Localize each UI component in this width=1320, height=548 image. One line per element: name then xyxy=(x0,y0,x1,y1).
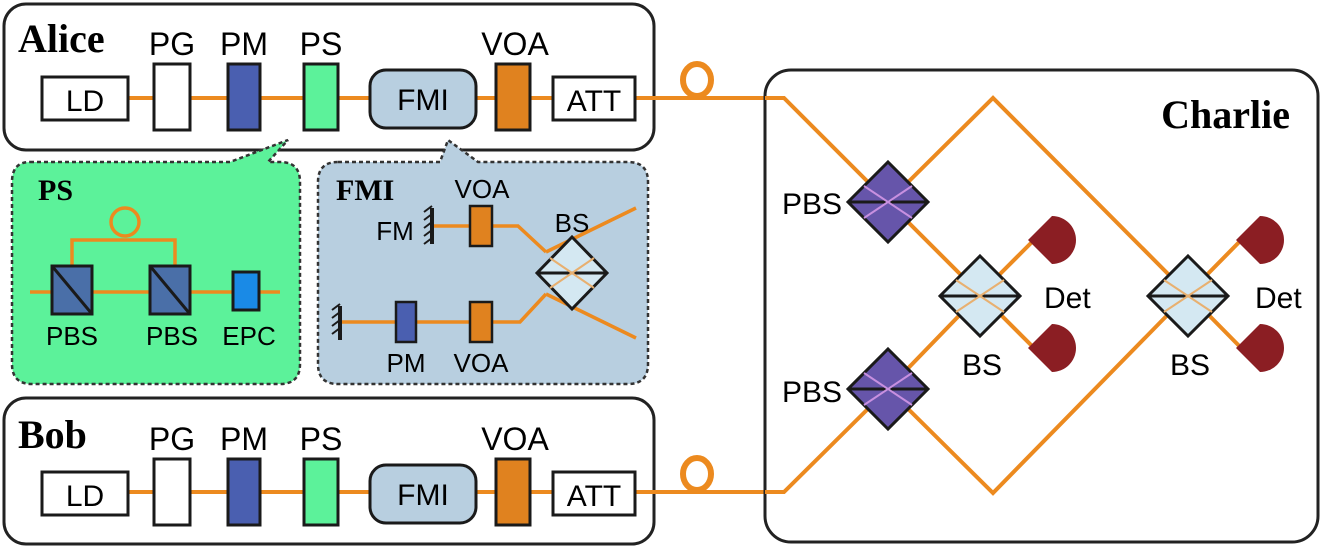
charlie-bs-right xyxy=(1145,253,1231,339)
alice-ld-box xyxy=(40,75,130,122)
fmi-bs-cube xyxy=(534,234,610,312)
bob-ld-label: LD xyxy=(66,480,104,513)
alice-fmi-box xyxy=(368,68,478,130)
fmi-pm-box xyxy=(394,300,418,344)
charlie-panel: Charlie PBS PBS xyxy=(763,68,1320,544)
alice-fmi-label: FMI xyxy=(397,84,449,117)
bob-pm-label: PM xyxy=(220,421,268,457)
alice-pm-box xyxy=(226,62,262,132)
bob-ps-box xyxy=(302,457,340,527)
ps-pbs1-label: PBS xyxy=(46,321,98,351)
fmi-detail-title: FMI xyxy=(336,174,394,207)
fmi-fm-label: FM xyxy=(376,216,414,246)
charlie-pbs-bottom xyxy=(845,346,931,432)
charlie-pbs-top-label: PBS xyxy=(782,188,842,221)
charlie-bs-left xyxy=(937,253,1023,339)
alice-ps-label: PS xyxy=(300,26,343,62)
alice-att-label: ATT xyxy=(567,85,621,118)
bob-pg-box xyxy=(152,457,192,527)
fmi-voa-top-box xyxy=(468,204,494,248)
fmi-pm-label: PM xyxy=(387,348,426,378)
bob-voa-box xyxy=(494,457,532,527)
bob-pm-box xyxy=(226,457,262,527)
charlie-det-left-top xyxy=(1028,216,1076,264)
alice-panel: Alice PG PM PS VOA LD FMI ATT xyxy=(2,2,662,152)
bob-ld-box xyxy=(40,470,130,517)
fmi-fm-mirror-bottom xyxy=(331,303,342,340)
bob-att-box xyxy=(551,470,637,517)
bob-voa-label: VOA xyxy=(481,421,549,457)
alice-att-box xyxy=(551,75,637,122)
alice-ld-label: LD xyxy=(66,85,104,118)
alice-pg-box xyxy=(152,62,192,132)
charlie-pbs-top xyxy=(845,159,931,245)
alice-fiber-spool xyxy=(654,61,784,100)
charlie-det-right-bottom xyxy=(1236,324,1284,372)
bob-fmi-box xyxy=(368,463,478,525)
bob-fmi-label: FMI xyxy=(397,479,449,512)
alice-pm-label: PM xyxy=(220,26,268,62)
alice-voa-label: VOA xyxy=(481,26,549,62)
ps-pbs2-label: PBS xyxy=(146,321,198,351)
alice-voa-box xyxy=(494,62,532,132)
fmi-fm-mirror-top xyxy=(423,205,434,245)
charlie-pbs-bottom-label: PBS xyxy=(782,376,842,409)
charlie-det-right-label: Det xyxy=(1255,282,1302,315)
bob-fiber-spool xyxy=(654,455,784,494)
ps-epc-box xyxy=(231,270,261,312)
fmi-voa-bottom-box xyxy=(468,300,494,344)
charlie-det-right-top xyxy=(1236,216,1284,264)
ps-detail-callout: PS PBS PBS EPC xyxy=(10,138,302,386)
fmi-bs-out-top xyxy=(545,206,637,254)
ps-fiber-loop xyxy=(109,206,141,238)
alice-title: Alice xyxy=(18,16,105,61)
charlie-det-left-label: Det xyxy=(1044,282,1091,315)
bob-att-label: ATT xyxy=(567,480,621,513)
alice-ps-box xyxy=(302,62,340,132)
charlie-bs-right-label: BS xyxy=(1170,349,1210,382)
ps-pbs2-diagonal xyxy=(148,265,192,315)
bob-ps-label: PS xyxy=(300,421,343,457)
alice-pg-label: PG xyxy=(149,26,195,62)
charlie-det-left-bottom xyxy=(1028,324,1076,372)
ps-pbs1-diagonal xyxy=(50,265,94,315)
fmi-voa-bottom-label: VOA xyxy=(454,348,510,378)
fmi-top-arm xyxy=(432,224,548,254)
ps-callout-bubble xyxy=(10,138,302,386)
ps-epc-label: EPC xyxy=(222,321,275,351)
bob-title: Bob xyxy=(18,412,87,457)
ps-detail-title: PS xyxy=(38,174,73,207)
fmi-bs-out-bottom xyxy=(545,292,637,340)
bob-pg-label: PG xyxy=(149,421,195,457)
fmi-voa-top-label: VOA xyxy=(455,174,511,204)
bob-panel: Bob PG PM PS VOA LD FMI ATT xyxy=(2,396,662,546)
charlie-bs-left-label: BS xyxy=(962,349,1002,382)
charlie-border xyxy=(763,68,1320,544)
fmi-detail-callout: FMI VOA FM BS xyxy=(316,138,650,386)
charlie-title: Charlie xyxy=(1161,92,1290,137)
